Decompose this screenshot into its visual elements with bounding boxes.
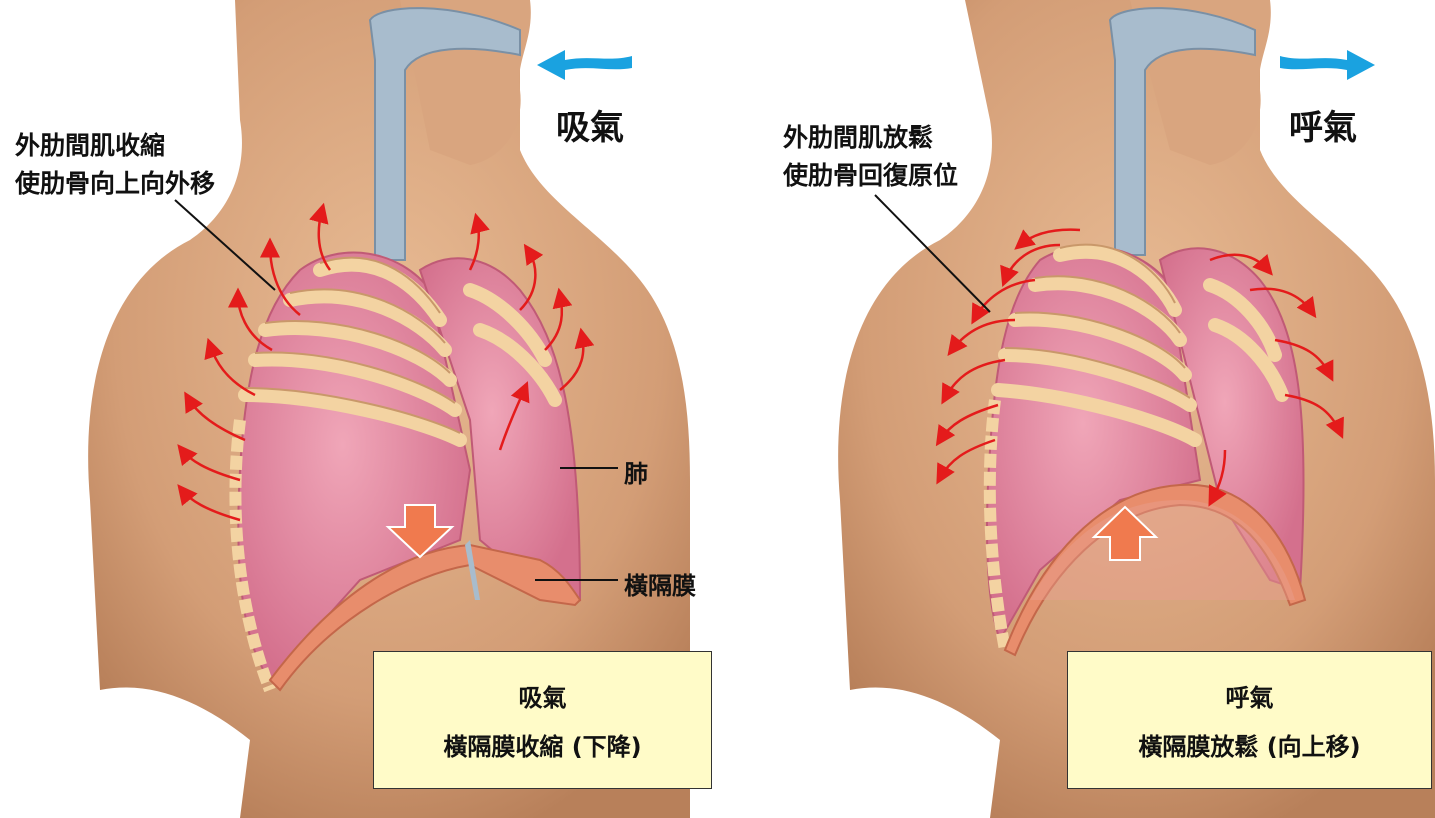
inhale-muscle-label-line1: 外肋間肌收縮 — [15, 126, 165, 162]
exhale-muscle-label-line2: 使肋骨回復原位 — [783, 156, 958, 192]
exhale-muscle-label-line1: 外肋間肌放鬆 — [783, 118, 933, 154]
exhale-caption-box: 呼氣 橫隔膜放鬆 (向上移) — [1067, 651, 1432, 789]
lung-label: 肺 — [624, 454, 648, 489]
inhale-caption-title: 吸氣 — [519, 678, 567, 713]
exhale-caption-detail: 橫隔膜放鬆 (向上移) — [1138, 727, 1360, 762]
exhale-action-label: 呼氣 — [1289, 100, 1357, 149]
exhale-caption-title: 呼氣 — [1226, 678, 1274, 713]
inhale-action-label: 吸氣 — [556, 100, 624, 149]
inhale-caption-detail: 橫隔膜收縮 (下降) — [443, 727, 641, 762]
inhale-muscle-label-line2: 使肋骨向上向外移 — [15, 164, 215, 200]
inhale-caption-box: 吸氣 橫隔膜收縮 (下降) — [373, 651, 712, 789]
inhale-air-arrow — [537, 50, 632, 80]
exhale-air-arrow — [1280, 50, 1375, 80]
diaphragm-label: 橫隔膜 — [624, 566, 696, 601]
